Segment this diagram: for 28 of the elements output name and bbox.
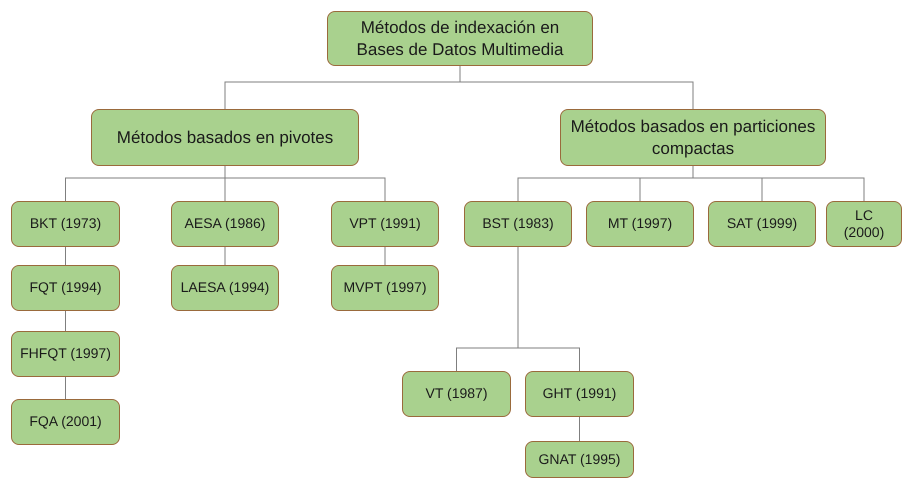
connector-line: [65, 376, 66, 400]
method-box: GNAT (1995): [525, 441, 634, 478]
method-box: AESA (1986): [171, 201, 279, 247]
connector-line: [224, 166, 386, 202]
method-box: FQT (1994): [11, 265, 120, 311]
method-box: BST (1983): [464, 201, 572, 247]
method-box: LAESA (1994): [171, 265, 279, 311]
method-box: FHFQT (1997): [11, 331, 120, 377]
method-box: Métodos basados en pivotes: [91, 109, 359, 166]
method-box: Métodos basados en particiones compactas: [560, 109, 826, 166]
connector-line: [384, 246, 386, 266]
method-box: VT (1987): [402, 371, 511, 417]
connector-line: [224, 246, 226, 266]
connector-line: [518, 246, 580, 372]
connector-line: [460, 66, 694, 110]
method-box: MVPT (1997): [331, 265, 439, 311]
method-box: GHT (1991): [525, 371, 634, 417]
connector-line: [579, 416, 580, 442]
method-box: VPT (1991): [331, 201, 439, 247]
method-box: FQA (2001): [11, 399, 120, 445]
method-box: MT (1997): [586, 201, 694, 247]
method-box: SAT (1999): [708, 201, 816, 247]
connector-line: [65, 310, 66, 332]
method-box: BKT (1973): [11, 201, 120, 247]
connector-line: [65, 246, 66, 266]
method-box: LC (2000): [826, 201, 902, 247]
method-box: Métodos de indexación en Bases de Datos Multimedia: [327, 11, 593, 66]
connector-line: [692, 166, 864, 202]
